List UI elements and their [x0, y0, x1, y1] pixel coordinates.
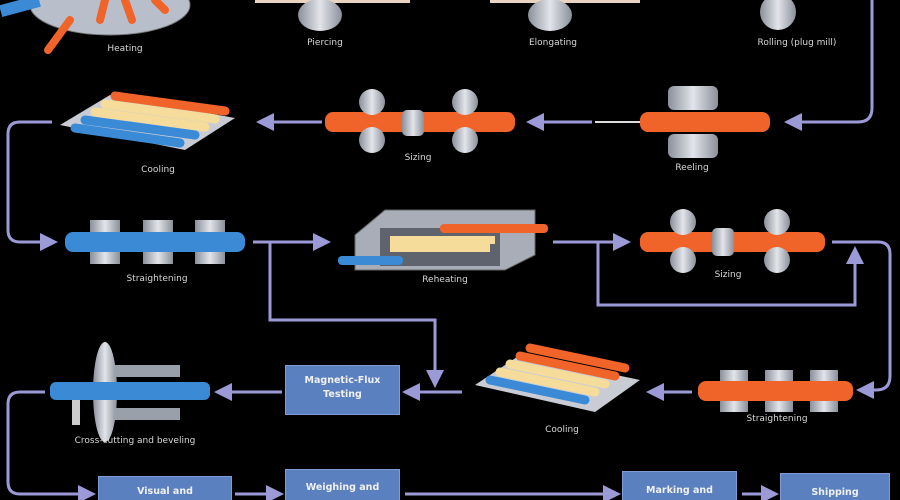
piercing-roll — [298, 0, 342, 31]
label-piercing: Piercing — [307, 38, 343, 48]
reheating-furnace — [338, 209, 548, 271]
reeling-mill — [595, 86, 770, 158]
label-straightening-1: Straightening — [126, 274, 188, 284]
heating-furnace — [0, 0, 191, 54]
magnetic-flux-line-1: Magnetic-Flux — [304, 375, 381, 386]
label-cross-cutting: Cross-cutting and beveling — [74, 436, 196, 446]
straightener-1 — [65, 220, 245, 264]
piercing-bar — [255, 0, 410, 3]
sizing-mill-1 — [325, 89, 515, 153]
label-sizing-1: Sizing — [404, 153, 432, 163]
cross-cutting-machine — [50, 342, 210, 442]
elongating-roll — [528, 0, 572, 31]
magnetic-flux-line-2: Testing — [323, 389, 362, 400]
visual-label: Visual and — [137, 486, 193, 497]
magnetic-flux-testing-box: Magnetic-Flux Testing — [285, 365, 400, 415]
elongating-bar — [490, 0, 640, 3]
label-cooling-2: Cooling — [545, 425, 579, 435]
label-sizing-2: Sizing — [714, 270, 742, 280]
weighing-label: Weighing and — [305, 482, 380, 493]
rolling-roll — [760, 0, 796, 30]
arrow-reheating-branch-to-sizing — [596, 242, 864, 307]
shipping-label: Shipping — [811, 487, 859, 498]
marking-box: Marking and — [622, 471, 737, 500]
cooling-bed-2 — [475, 343, 640, 412]
cooling-bed-1 — [60, 91, 235, 150]
sizing-mill-2 — [640, 209, 825, 273]
visual-inspection-box: Visual and — [98, 476, 232, 500]
arrow-rolling-to-reeling — [784, 0, 874, 131]
label-straightening-2: Straightening — [746, 414, 808, 424]
label-reheating: Reheating — [422, 275, 468, 285]
label-rolling: Rolling (plug mill) — [757, 38, 837, 48]
straightener-2 — [698, 370, 853, 412]
weighing-box: Weighing and — [285, 469, 400, 500]
label-elongating: Elongating — [528, 38, 578, 48]
flow-arrows — [6, 0, 892, 500]
label-heating: Heating — [107, 44, 143, 54]
arrow-cooling-to-straightening — [6, 120, 58, 251]
marking-label: Marking and — [646, 485, 713, 496]
arrow-sizing-to-straightening — [832, 240, 892, 399]
shipping-box: Shipping — [780, 473, 890, 500]
label-reeling: Reeling — [675, 163, 709, 173]
arrow-cutting-to-visual — [6, 390, 96, 500]
label-cooling-1: Cooling — [141, 165, 175, 175]
arrow-straightening-branch-to-testing — [268, 242, 444, 388]
